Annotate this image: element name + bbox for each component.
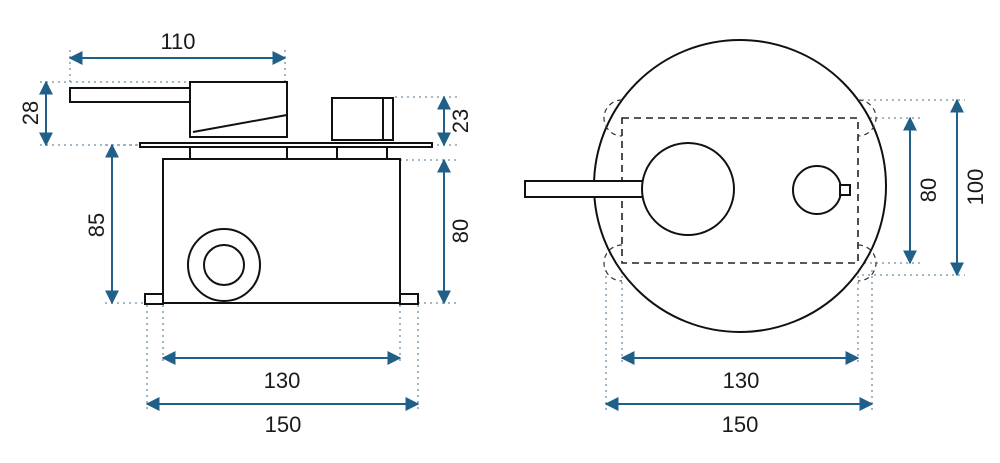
dim-label-inner-width: 130 — [264, 368, 301, 393]
side-view-dimensions: 110 28 23 85 80 130 150 — [18, 29, 473, 437]
outlet-port-inner — [203, 244, 245, 286]
diverter-knob — [331, 97, 391, 141]
diverter-knob-front — [792, 165, 842, 215]
hidden-foot-br — [857, 244, 877, 282]
foot-right — [399, 293, 419, 305]
dim-label-outer-width: 150 — [265, 412, 302, 437]
foot-left — [144, 293, 164, 305]
collar-mid — [286, 146, 338, 160]
front-view-dimensions: 80 100 130 150 — [604, 98, 988, 437]
front-view: 80 100 130 150 — [524, 39, 988, 437]
diverter-knob-tab — [839, 184, 851, 196]
hidden-foot-bl — [603, 244, 623, 282]
side-view: 110 28 23 85 80 130 150 — [18, 29, 473, 437]
dim-label-front-outer-width: 150 — [722, 412, 759, 437]
dim-label-box-height-right: 80 — [448, 219, 473, 243]
hidden-foot-tr — [857, 99, 877, 137]
dim-label-inner-height: 80 — [916, 178, 941, 202]
dim-label-handle-height: 28 — [18, 101, 43, 125]
handle-hub-bevel — [190, 113, 288, 138]
collar-right — [336, 146, 388, 160]
handle-hub-front — [641, 142, 735, 236]
front-view-extension-lines — [605, 99, 965, 410]
dim-label-knob-height: 23 — [448, 109, 473, 133]
hidden-foot-tl — [603, 99, 623, 137]
dim-label-outer-height: 100 — [963, 169, 988, 206]
valve-body-side — [69, 81, 433, 305]
lever-handle — [69, 87, 193, 103]
dim-label-front-inner-width: 130 — [723, 368, 760, 393]
collar-left — [189, 146, 288, 160]
diverter-knob-cap — [382, 97, 394, 141]
dim-label-top-width: 110 — [160, 29, 195, 54]
dim-label-box-height-left: 85 — [84, 213, 109, 237]
lever-handle-front — [524, 180, 646, 198]
